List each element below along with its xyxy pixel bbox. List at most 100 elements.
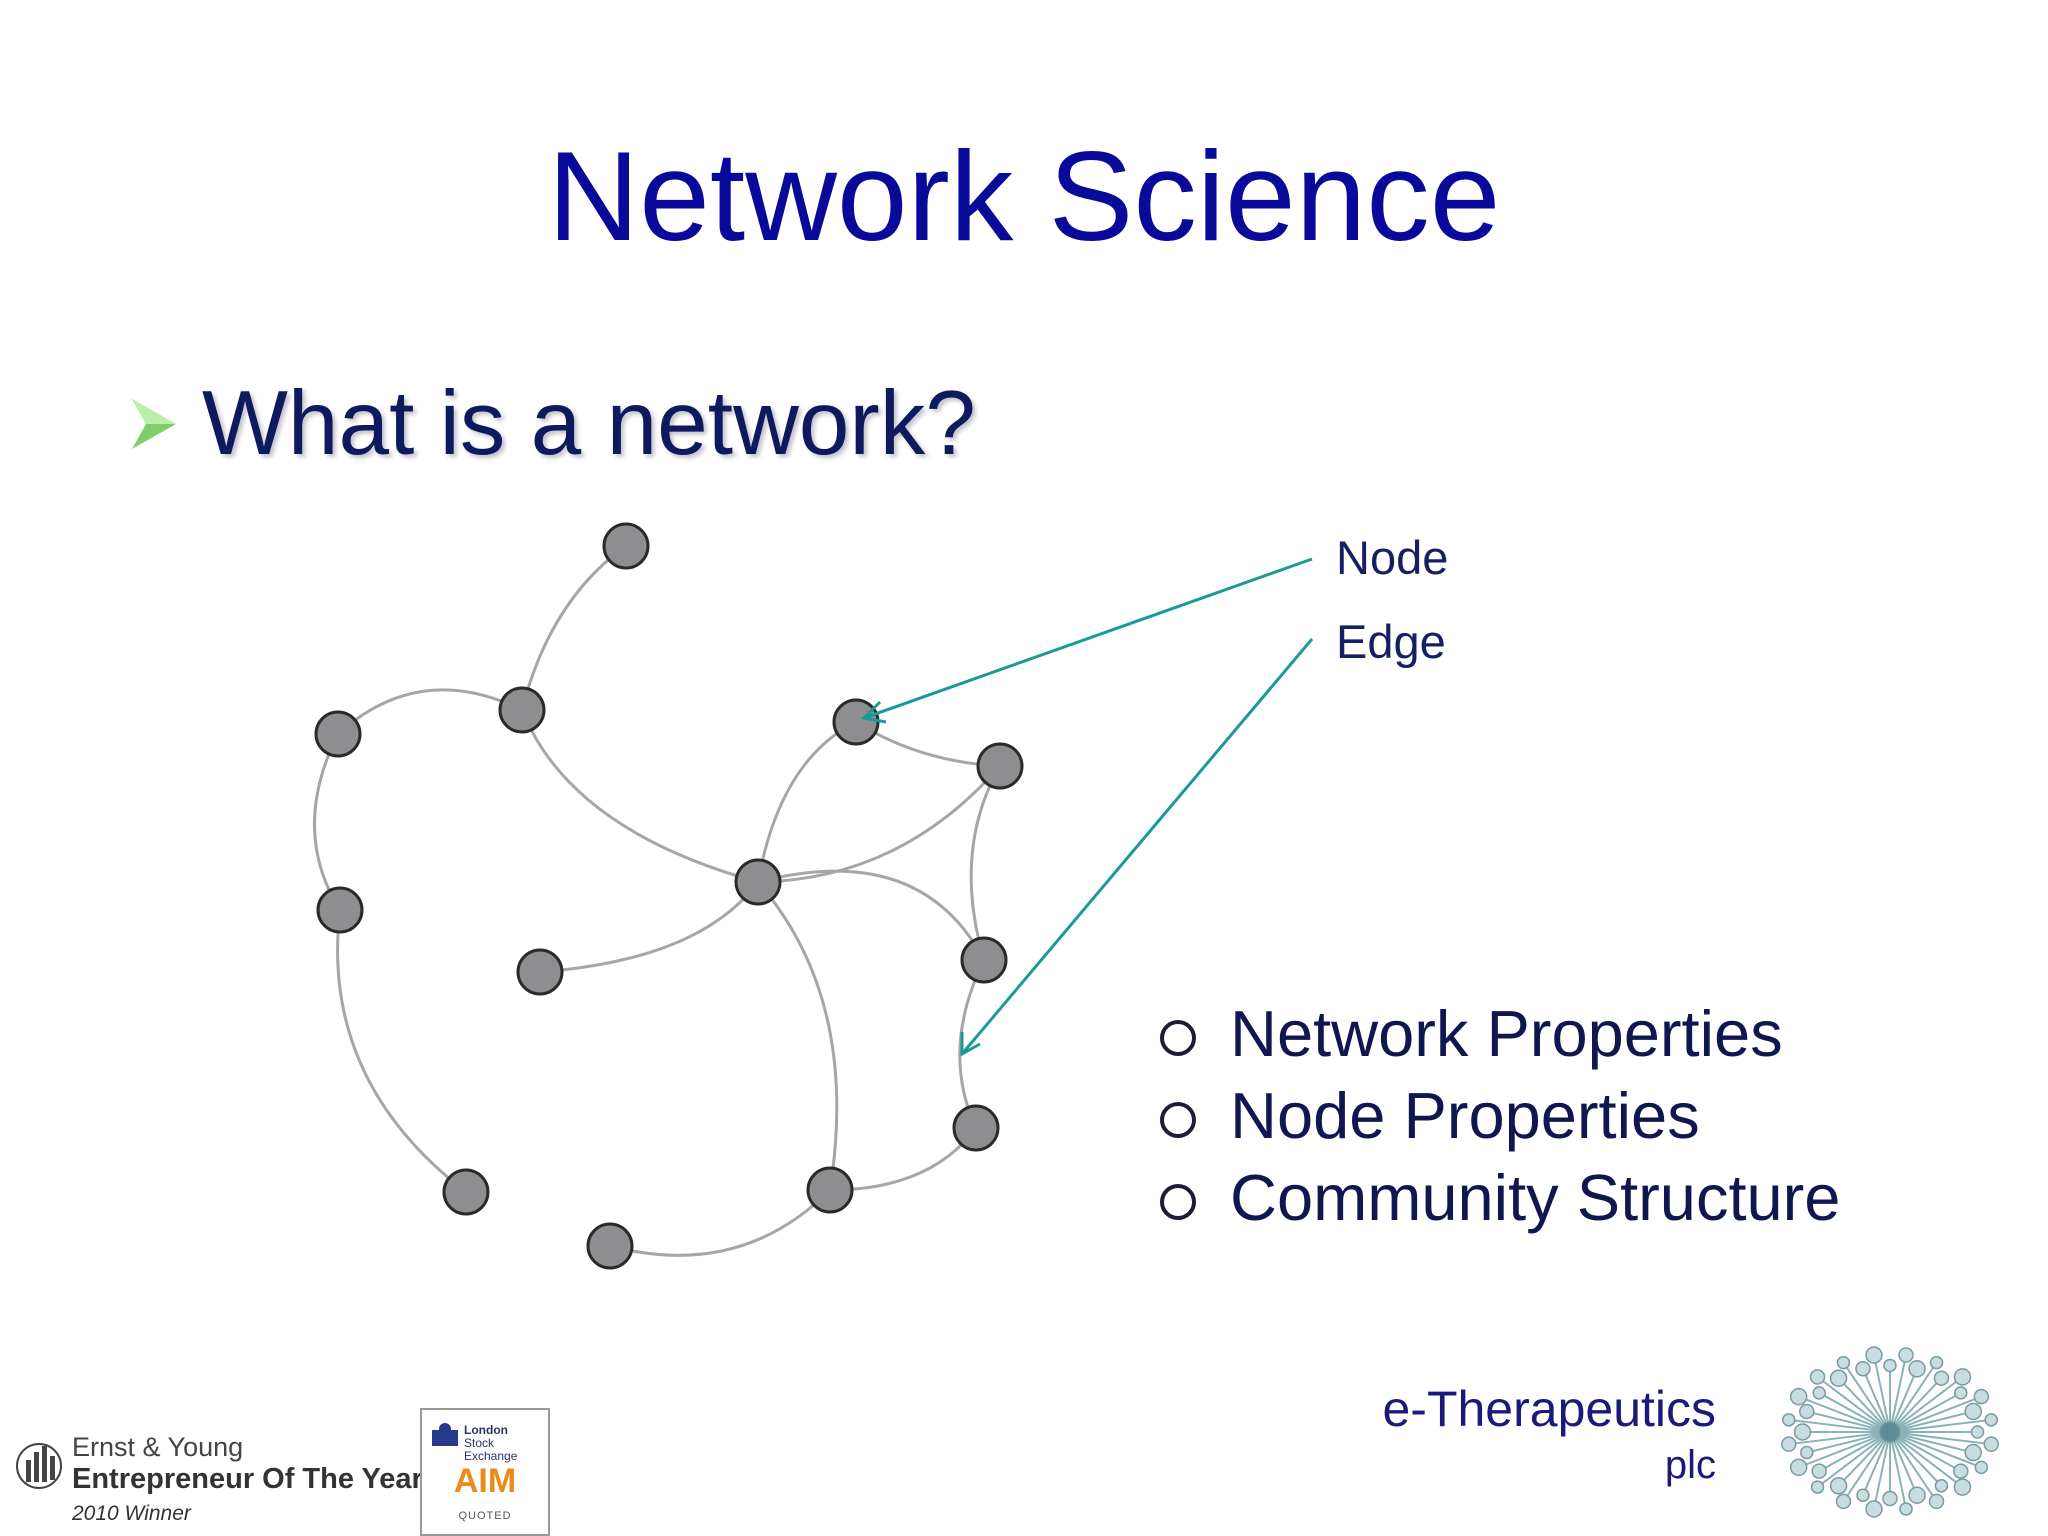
logo-dot — [1908, 1486, 1926, 1504]
logo-spoke — [1889, 1431, 1908, 1510]
logo-dot — [1929, 1355, 1944, 1370]
network-node — [516, 948, 564, 996]
bullet-arrow-icon — [132, 399, 176, 449]
network-node — [976, 742, 1024, 790]
property-community: Community Structure — [1230, 1161, 1841, 1234]
edge-label: Edge — [1336, 615, 1446, 668]
ey-bars-icon — [16, 1443, 62, 1489]
aim-quoted: QUOTED — [458, 1510, 512, 1522]
logo-spoke — [1889, 1431, 1943, 1487]
logo-spoke — [1818, 1431, 1891, 1472]
network-node — [734, 858, 782, 906]
logo-dot — [1789, 1458, 1808, 1477]
list-item: Community Structure — [1160, 1154, 1840, 1236]
network-edge — [829, 1127, 978, 1192]
logo-spoke — [1788, 1418, 1891, 1433]
logo-dot — [1953, 1463, 1969, 1479]
network-node — [586, 1222, 634, 1270]
network-edge — [609, 1188, 832, 1257]
network-edge — [336, 909, 467, 1194]
logo-spoke — [1816, 1431, 1891, 1488]
company-title: e-Therapeutics — [1382, 1381, 1717, 1437]
logo-dot — [1865, 1346, 1883, 1364]
property-network: Network Properties — [1230, 997, 1783, 1070]
logo-dot — [1835, 1493, 1852, 1510]
logo-dot — [1829, 1369, 1848, 1387]
logo-spoke — [1889, 1392, 1962, 1433]
logo-dot — [1934, 1479, 1949, 1493]
network-edges — [313, 544, 1002, 1257]
ey-award-text: Entrepreneur Of The Year — [72, 1463, 423, 1495]
node-label: Node — [1336, 531, 1449, 584]
network-node — [952, 1104, 1000, 1152]
properties-list: Network Properties Node Properties Commu… — [1160, 990, 1840, 1236]
logo-dot — [1974, 1460, 1989, 1475]
logo-dot — [1953, 1478, 1972, 1496]
logo-dot — [1899, 1502, 1913, 1516]
logo-spoke — [1889, 1377, 1943, 1433]
lse-crest-icon — [432, 1423, 458, 1446]
logo-spoke — [1872, 1431, 1891, 1510]
logo-dot — [1855, 1361, 1871, 1377]
logo-spoke — [1889, 1431, 1982, 1469]
logo-dot — [1970, 1425, 1985, 1439]
logo-spoke — [1889, 1354, 1908, 1433]
logo-spoke — [1798, 1431, 1891, 1469]
pointer-arrows — [860, 557, 1314, 1057]
network-edge — [969, 765, 1002, 961]
logo-spoke — [1889, 1395, 1982, 1433]
logo-spoke — [1862, 1368, 1891, 1433]
company-name: e-Therapeutics plc — [1376, 1381, 1717, 1488]
logo-spoke — [1889, 1431, 1992, 1446]
logo-dot — [1933, 1370, 1950, 1386]
logo-dot — [1882, 1490, 1898, 1507]
logo-spoke — [1889, 1410, 1974, 1433]
logo-spoke — [1889, 1362, 1938, 1433]
logo-dot — [1811, 1463, 1827, 1479]
network-node — [960, 936, 1008, 984]
network-edge — [520, 709, 759, 884]
lse-line1: London — [464, 1423, 508, 1437]
node-pointer-arrow — [863, 557, 1313, 720]
hollow-bullet-icon — [1160, 1020, 1196, 1056]
network-node — [314, 710, 362, 758]
hollow-bullet-icon — [1160, 1102, 1196, 1138]
bullet-row: What is a network? — [128, 372, 976, 476]
logo-spoke — [1806, 1431, 1891, 1454]
logo-dot — [1953, 1368, 1972, 1386]
logo-dot — [1781, 1436, 1797, 1452]
logo-dot — [1812, 1386, 1826, 1400]
network-edge — [756, 720, 857, 883]
logo-dot — [1800, 1445, 1814, 1460]
logo-dot — [1954, 1386, 1968, 1400]
logo-dot — [1782, 1413, 1796, 1427]
logo-spoke — [1842, 1362, 1891, 1433]
network-node — [832, 698, 880, 746]
logo-dot — [1984, 1413, 1998, 1427]
logo-spoke — [1806, 1410, 1891, 1433]
network-edge — [313, 733, 342, 911]
company-suffix: plc — [1664, 1443, 1716, 1487]
logo-dot — [1793, 1423, 1812, 1441]
logo-spoke — [1862, 1431, 1891, 1496]
logo-spoke — [1837, 1431, 1891, 1487]
aim-mark: AIM — [453, 1462, 517, 1500]
logo-spoke — [1889, 1431, 1962, 1472]
logo-spoke — [1889, 1431, 1964, 1488]
node-pointer-arrowhead — [860, 700, 887, 724]
logo-dot — [1856, 1488, 1870, 1502]
network-node — [602, 522, 650, 570]
logo-hub — [1879, 1421, 1901, 1443]
network-node — [806, 1166, 854, 1214]
logo-spoke — [1889, 1431, 1974, 1454]
logo-dot — [1964, 1402, 1982, 1421]
network-edge — [757, 765, 1002, 884]
logo-spoke — [1816, 1376, 1891, 1433]
logo-spoke — [1788, 1431, 1891, 1446]
lse-line2: Stock Exchange — [464, 1436, 518, 1464]
logo-dot — [1983, 1436, 1999, 1452]
ey-award-title: Entrepreneur Of The Year® — [72, 1463, 433, 1496]
property-node: Node Properties — [1230, 1079, 1700, 1152]
network-edge — [336, 688, 523, 736]
